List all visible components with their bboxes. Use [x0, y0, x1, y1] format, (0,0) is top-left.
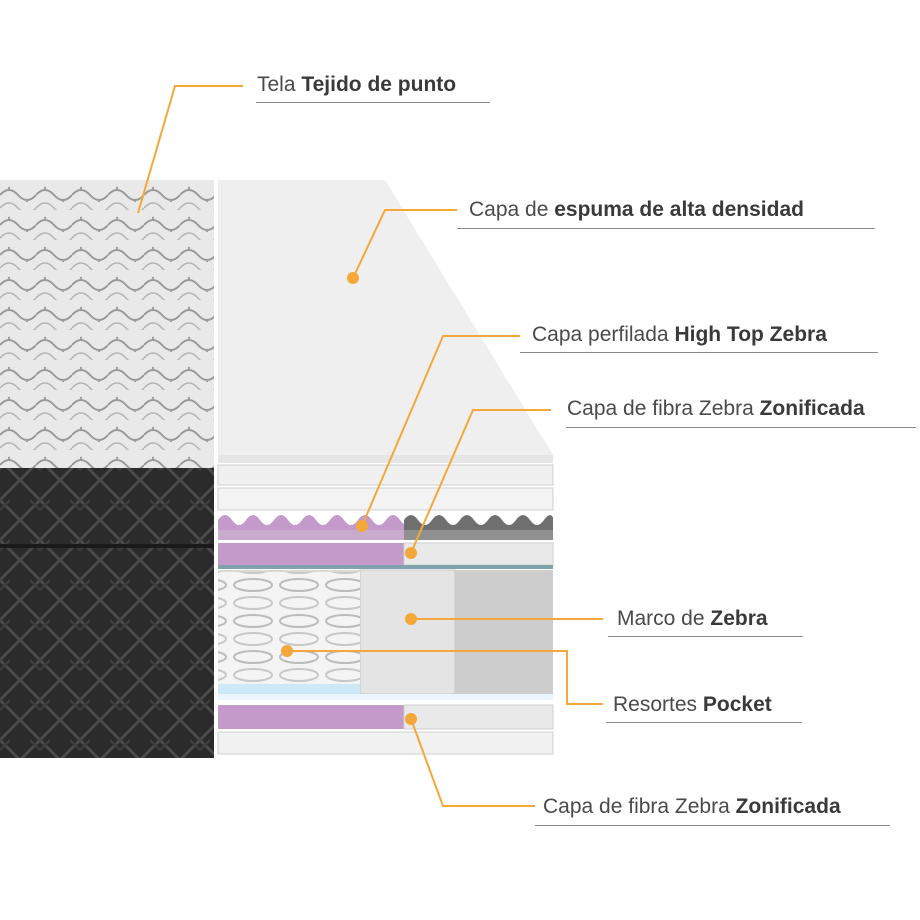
knit-fabric-top	[0, 180, 214, 468]
label-pocket-springs: Resortes Pocket	[613, 693, 772, 716]
underline	[256, 102, 490, 103]
label-profiled-layer: Capa perfilada High Top Zebra	[532, 323, 827, 346]
underline	[457, 228, 875, 229]
zoned-fiber-bottom-purple	[218, 705, 404, 729]
label-zebra-frame: Marco de Zebra	[617, 607, 768, 630]
profiled-wave-top	[218, 512, 414, 525]
border-panel-lower	[0, 548, 214, 758]
underline	[566, 427, 916, 428]
zoned-fiber-bottom-gray	[403, 704, 554, 730]
pocket-springs	[218, 572, 360, 684]
zoned-fiber-top-purple	[218, 543, 404, 565]
label-knit-fabric: Tela Tejido de punto	[257, 73, 457, 96]
high-density-foam-layer	[218, 180, 553, 455]
underline	[520, 352, 878, 353]
foam-strip-1	[217, 464, 554, 486]
underline	[608, 636, 803, 637]
spring-base-blue	[218, 684, 360, 694]
underline	[606, 722, 802, 723]
foam-strip-2	[217, 487, 554, 511]
label-high-density-foam: Capa de espuma de alta densidad	[469, 198, 804, 221]
leader-lines	[137, 85, 603, 807]
underline	[535, 825, 890, 826]
label-zoned-fiber-bottom: Capa de fibra Zebra Zonificada	[543, 795, 841, 818]
border-panel-upper	[0, 468, 214, 544]
zoned-fiber-top-gray	[403, 542, 554, 566]
leader-dots	[281, 272, 417, 725]
base-layer	[217, 731, 554, 755]
label-zoned-fiber-top: Capa de fibra Zebra Zonificada	[567, 397, 865, 420]
